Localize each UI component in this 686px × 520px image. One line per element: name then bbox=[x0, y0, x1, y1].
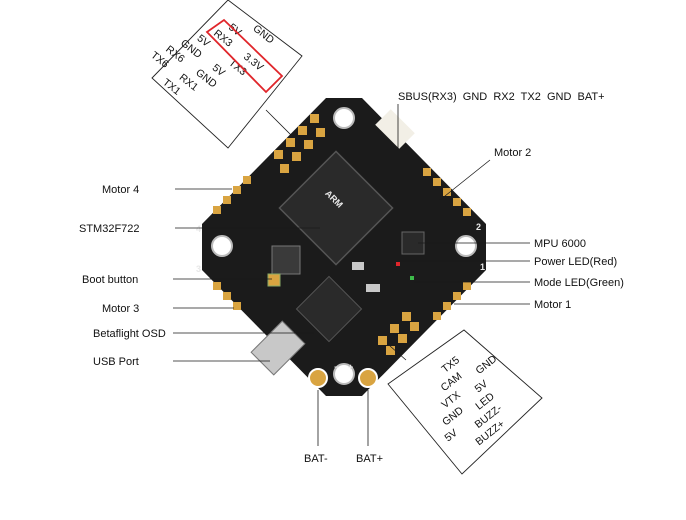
left-pad-callout: GND 5V RX3 5V 3.3V GND TX3 RX6 5V TX6 GN… bbox=[148, 0, 303, 149]
inductor bbox=[271, 245, 301, 275]
label-bat-minus: BAT- bbox=[304, 453, 328, 465]
corner-label-3: 3 bbox=[196, 264, 201, 274]
uart3-highlight bbox=[205, 18, 284, 94]
osd-chip bbox=[295, 275, 363, 343]
label-motor1: Motor 1 bbox=[534, 299, 571, 311]
label-mpu: MPU 6000 bbox=[534, 238, 586, 250]
mount-hole-bottom bbox=[333, 363, 355, 385]
label-power-led: Power LED(Red) bbox=[534, 256, 617, 268]
label-boot-button: Boot button bbox=[82, 274, 138, 286]
right-pad-callout: TX5 CAM VTX GND 5V GND 5V LED BUZZ- BUZZ… bbox=[387, 329, 543, 475]
label-bat-plus: BAT+ bbox=[356, 453, 383, 465]
pcb-board: ARM 1 2 3 4 − + bbox=[196, 98, 486, 396]
label-motor2: Motor 2 bbox=[494, 147, 531, 159]
mount-hole-left bbox=[211, 235, 233, 257]
top-connector bbox=[375, 109, 415, 149]
corner-label-4: 4 bbox=[196, 224, 201, 234]
bat-minus-pad bbox=[308, 368, 328, 388]
label-motor3: Motor 3 bbox=[102, 303, 139, 315]
callout-labels: SBUS(RX3) GND RX2 TX2 GND BAT+ Motor 2 M… bbox=[79, 91, 624, 465]
boot-button bbox=[267, 273, 281, 287]
label-motor4: Motor 4 bbox=[102, 184, 139, 196]
corner-label-1: 1 bbox=[480, 262, 485, 272]
label-top-connector: SBUS(RX3) GND RX2 TX2 GND BAT+ bbox=[398, 91, 605, 103]
mount-hole-right bbox=[455, 235, 477, 257]
label-stm32: STM32F722 bbox=[79, 223, 140, 235]
label-mode-led: Mode LED(Green) bbox=[534, 277, 624, 289]
usb-port bbox=[250, 320, 306, 376]
mcu-chip bbox=[278, 150, 394, 266]
mount-hole-top bbox=[333, 107, 355, 129]
bat-plus-pad bbox=[358, 368, 378, 388]
leader-lines bbox=[173, 104, 530, 446]
corner-label-2: 2 bbox=[476, 222, 481, 232]
bat-minus-silk: − bbox=[334, 362, 339, 372]
bat-plus-silk: + bbox=[348, 362, 353, 372]
label-osd: Betaflight OSD bbox=[93, 328, 166, 340]
label-usb: USB Port bbox=[93, 356, 139, 368]
